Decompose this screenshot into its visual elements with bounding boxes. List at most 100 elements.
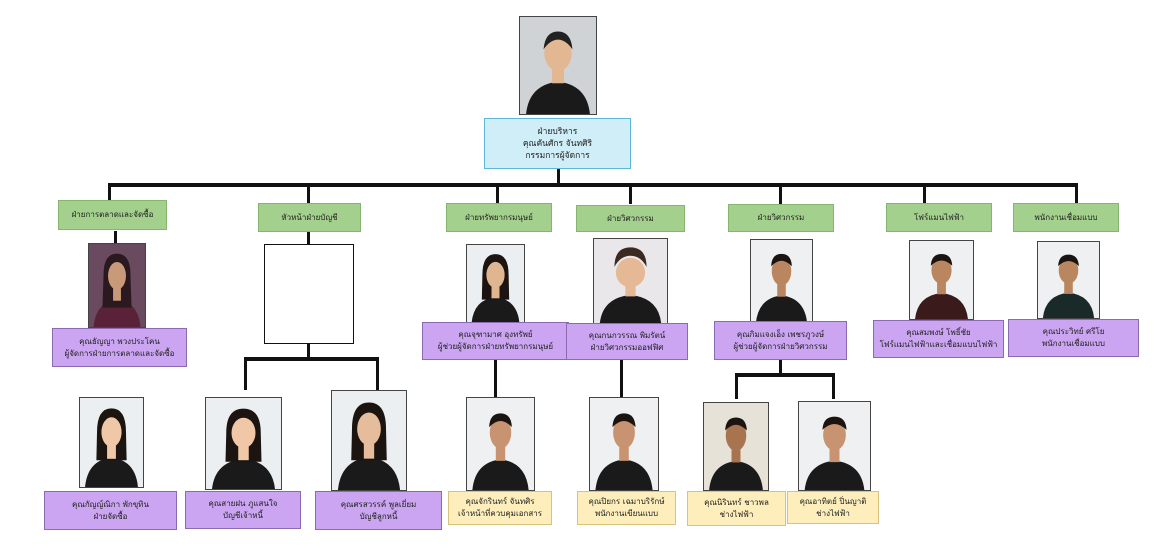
dept-engineering: ฝ่ายวิศวกรรม: [728, 204, 834, 232]
dept-electrical-foreman: โฟร์แมนไฟฟ้า: [886, 203, 992, 232]
connector-line: [307, 231, 310, 244]
connector-line: [832, 373, 835, 399]
dept-drafting: พนักงานเชื่อมแบบ: [1013, 203, 1119, 232]
photo-placeholder-accounting: [264, 244, 354, 344]
manager-card-hr: คุณจุฑามาศ อุงทรัพย์ ผู้ช่วยผู้จัดการฝ่า…: [422, 322, 569, 360]
staff-role: พนักงานเขียนแบบ: [594, 509, 659, 518]
staff-card-document: คุณจักรินทร์ จันทศิร เจ้าหน้าที่ควบคุมเอ…: [448, 491, 552, 525]
connector-line: [108, 183, 1078, 187]
manager-role: ผู้ช่วยผู้จัดการฝ่ายทรัพยากรมนุษย์: [437, 342, 554, 351]
person-photo-icon: [751, 240, 812, 323]
manager-role: ฝ่ายวิศวกรรมออฟฟิศ: [590, 342, 664, 352]
person-photo-icon: [704, 403, 768, 490]
head-name: คุณคันศักร จันทศิริ: [522, 138, 593, 149]
dept-hr: ฝ่ายทรัพยากรมนุษย์: [446, 203, 552, 232]
connector-line: [307, 185, 310, 204]
photo-manager-marketing: [88, 243, 146, 328]
staff-card-receivable: คุณศรสวรรค์ พูลเยี่ยม บัญชีลูกหนี้: [315, 491, 442, 530]
manager-card-marketing: คุณธัญญา พวงประโคน ผู้จัดการฝ่ายการตลาดแ…: [52, 328, 187, 367]
connector-line: [114, 231, 117, 244]
connector-line: [779, 359, 782, 375]
dept-label: ฝ่ายวิศวกรรม: [757, 213, 805, 222]
dept-marketing: ฝ่ายการตลาดและจัดซื้อ: [58, 200, 167, 230]
photo-staff-electrician-1: [703, 402, 769, 491]
photo-head: [519, 16, 597, 115]
connector-line: [244, 357, 379, 361]
manager-name: คุณจุฑามาศ อุงทรัพย์: [458, 330, 533, 339]
staff-card-payable: คุณสายฝน ภูแสนใจ บัญชีเจ้าหนี้: [185, 491, 301, 529]
head-box: ฝ่ายบริหาร คุณคันศักร จันทศิริ กรรมการผู…: [484, 118, 631, 169]
photo-staff-drafter: [589, 397, 659, 491]
connector-line: [735, 373, 738, 399]
manager-card-engineering: คุณกิมแจงเอ็ง เพชรภูวงษ์ ผู้ช่วยผู้จัดกา…: [714, 321, 847, 360]
person-photo-icon: [799, 402, 870, 490]
photo-staff-electrician-2: [798, 401, 871, 491]
connector-line: [244, 357, 247, 390]
person-photo-icon: [467, 245, 524, 323]
staff-role: ช่างไฟฟ้า: [816, 508, 850, 518]
manager-role: ผู้ช่วยผู้จัดการฝ่ายวิศวกรรม: [733, 341, 828, 351]
person-photo-icon: [1038, 242, 1099, 318]
manager-name: คุณสมพงษ์ โพธิ์ชัย: [906, 328, 971, 337]
photo-staff-receivable: [331, 390, 407, 491]
manager-role: ผู้จัดการฝ่ายการตลาดและจัดซื้อ: [64, 348, 175, 358]
staff-name: คุณจักรินทร์ จันทศิร: [465, 497, 535, 506]
photo-staff-document: [466, 397, 535, 491]
photo-manager-engineering: [750, 239, 813, 324]
photo-manager-engineering-office: [593, 238, 668, 324]
head-department: ฝ่ายบริหาร: [537, 126, 578, 137]
person-photo-icon: [206, 398, 281, 489]
connector-line: [779, 185, 782, 204]
staff-role: ช่างไฟฟ้า: [719, 509, 754, 519]
manager-name: คุณกิมแจงเอ็ง เพชรภูวงษ์: [736, 329, 825, 339]
dept-label: พนักงานเชื่อมแบบ: [1034, 212, 1098, 222]
photo-manager-electrical: [909, 240, 974, 320]
staff-name: คุณนิรินทร์ ชาวพล: [704, 497, 769, 507]
person-photo-icon: [520, 17, 596, 114]
manager-name: คุณธัญญา พวงประโคน: [79, 336, 160, 346]
connector-line: [494, 359, 497, 397]
connector-line: [620, 359, 623, 397]
person-photo-icon: [467, 398, 534, 490]
photo-manager-hr: [466, 244, 525, 324]
photo-staff-payable: [205, 397, 282, 490]
staff-role: บัญชีลูกหนี้: [359, 511, 398, 521]
manager-card-electrical: คุณสมพงษ์ โพธิ์ชัย โฟร์แมนไฟฟ้าและเชื่อม…: [873, 320, 1004, 358]
manager-role: พนักงานเชื่อมแบบ: [1041, 339, 1105, 348]
manager-name: คุณกนกวรรณ พิมรัตน์: [588, 330, 666, 340]
dept-accounting: หัวหน้าฝ่ายบัญชี: [258, 203, 361, 232]
staff-name: คุณกัญญ์ณิกา พักขุทิน: [72, 499, 149, 509]
person-photo-icon: [332, 391, 406, 490]
staff-name: คุณอาทิตย์ ปิ่นญาติ: [799, 496, 867, 506]
dept-label: ฝ่ายทรัพยากรมนุษย์: [465, 212, 533, 222]
dept-label: โฟร์แมนไฟฟ้า: [914, 212, 964, 222]
photo-manager-drafting: [1037, 241, 1100, 319]
connector-line: [923, 185, 926, 204]
person-photo-icon: [594, 239, 667, 323]
staff-name: คุณปิยกร เฉมาบริรักษ์: [588, 497, 665, 506]
dept-label: ฝ่ายการตลาดและจัดซื้อ: [71, 210, 154, 219]
connector-line: [307, 343, 310, 360]
staff-role: เจ้าหน้าที่ควบคุมเอกสาร: [457, 509, 543, 518]
person-photo-icon: [80, 398, 143, 487]
staff-card-drafter: คุณปิยกร เฉมาบริรักษ์ พนักงานเขียนแบบ: [577, 491, 676, 525]
connector-line: [496, 185, 499, 204]
manager-name: คุณประวิทย์ ศรีโย: [1042, 327, 1105, 336]
connector-line: [557, 168, 560, 185]
connector-line: [735, 373, 835, 377]
connector-line: [1075, 185, 1078, 204]
staff-role: บัญชีเจ้าหนี้: [223, 511, 263, 520]
person-photo-icon: [89, 244, 145, 327]
manager-card-engineering-office: คุณกนกวรรณ พิมรัตน์ ฝ่ายวิศวกรรมออฟฟิศ: [566, 323, 688, 360]
dept-label: ฝ่ายวิศวกรรม: [607, 213, 654, 223]
staff-card-electrician-1: คุณนิรินทร์ ชาวพล ช่างไฟฟ้า: [687, 491, 786, 526]
dept-label: หัวหน้าฝ่ายบัญชี: [281, 212, 338, 222]
manager-role: โฟร์แมนไฟฟ้าและเชื่อมแบบไฟฟ้า: [879, 340, 998, 349]
staff-role: ฝ่ายจัดซื้อ: [93, 511, 128, 521]
person-photo-icon: [910, 241, 973, 319]
dept-engineering-office: ฝ่ายวิศวกรรม: [576, 205, 685, 232]
staff-card-electrician-2: คุณอาทิตย์ ปิ่นญาติ ช่างไฟฟ้า: [787, 491, 879, 524]
manager-card-drafting: คุณประวิทย์ ศรีโย พนักงานเชื่อมแบบ: [1008, 319, 1139, 357]
head-title: กรรมการผู้จัดการ: [525, 150, 590, 161]
